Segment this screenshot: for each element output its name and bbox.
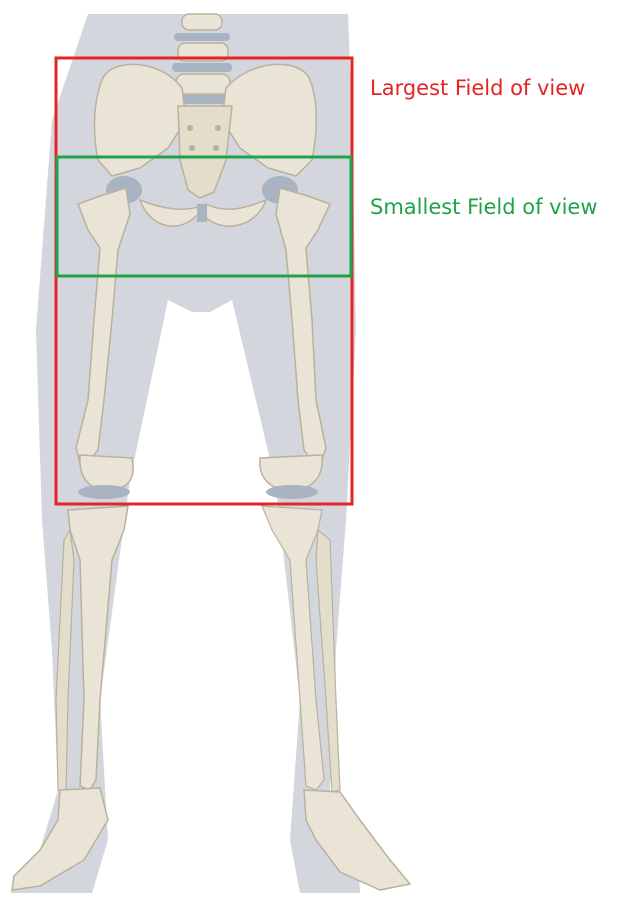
left-knee-cartilage (78, 485, 130, 499)
right-knee-cartilage (266, 485, 318, 499)
smallest-field-of-view-label: Smallest Field of view (370, 197, 598, 218)
largest-field-of-view-label: Largest Field of view (370, 78, 585, 99)
